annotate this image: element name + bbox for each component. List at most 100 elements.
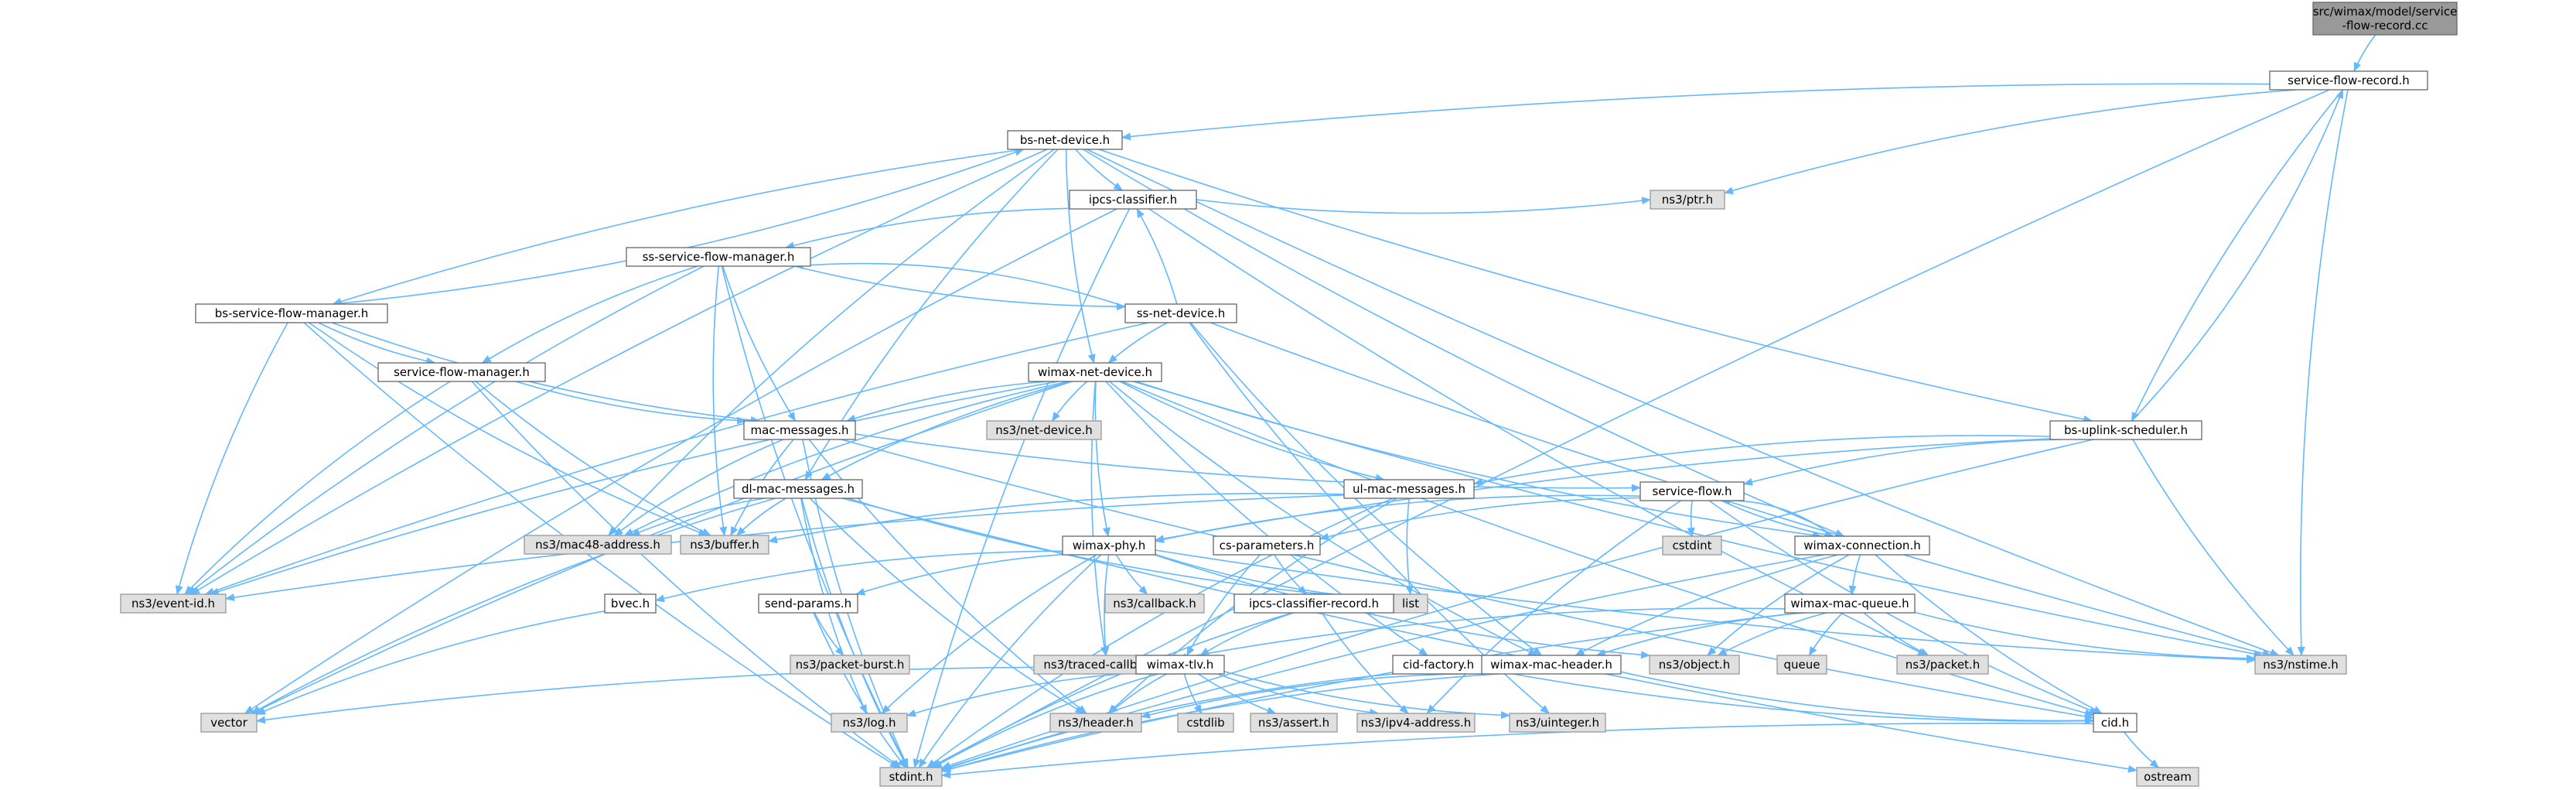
node-sssfm[interactable]: ss-service-flow-manager.h [626, 247, 811, 267]
node-wphy[interactable]: wimax-phy.h [1062, 535, 1156, 556]
edge-bsnd-to-nstime [1086, 149, 2280, 656]
node-bssfm[interactable]: bs-service-flow-manager.h [195, 303, 388, 323]
node-label: ns3/mac48-address.h [535, 538, 660, 552]
edge-dlmm-to-stdint [800, 498, 909, 768]
node-sf[interactable]: service-flow.h [1639, 481, 1745, 501]
node-wmh[interactable]: wimax-mac-header.h [1481, 655, 1622, 675]
edge-sssfm-to-macm [722, 265, 797, 422]
edge-ssnd-to-wmh [1190, 322, 1543, 656]
node-box [2136, 767, 2199, 787]
node-box [2254, 655, 2347, 675]
node-sendp[interactable]: send-params.h [758, 593, 858, 614]
node-label: wimax-net-device.h [1038, 365, 1152, 379]
edge-wnd-to-eventid [209, 381, 1059, 596]
node-cstdlib: cstdlib [1177, 713, 1234, 733]
edge-ipcs-to-vector [244, 208, 1117, 714]
node-wconn[interactable]: wimax-connection.h [1794, 535, 1930, 556]
node-root[interactable]: src/wimax/model/service-flow-record.cc [2312, 2, 2458, 36]
edge-wtlv-to-header [1108, 673, 1167, 714]
node-cid[interactable]: cid.h [2093, 713, 2138, 733]
node-label: cid-factory.h [1403, 658, 1474, 672]
node-object: ns3/object.h [1649, 655, 1740, 675]
edge-ipcsr-to-wtlv [1199, 612, 1294, 656]
node-label: ns3/packet.h [1906, 658, 1980, 672]
edge-ulmm-to-stdint [926, 498, 1394, 768]
edge-bssfm-to-stdint [303, 322, 899, 768]
node-box [1509, 713, 1606, 733]
node-box [1639, 481, 1745, 501]
edge-bsnd-to-ipcs [1075, 149, 1124, 191]
node-uinteger: ns3/uinteger.h [1509, 713, 1606, 733]
node-wnd[interactable]: wimax-net-device.h [1028, 362, 1162, 382]
edge-sfm-to-eventid [184, 381, 451, 595]
edge-wphy-to-traced [1101, 554, 1110, 656]
node-bvec[interactable]: bvec.h [604, 593, 657, 614]
node-label: ns3/log.h [842, 716, 896, 730]
node-wtlv[interactable]: wimax-tlv.h [1135, 655, 1225, 675]
edge-bsnd-to-bsus [1098, 149, 2093, 423]
node-sfr[interactable]: service-flow-record.h [2269, 70, 2428, 91]
node-ssnd[interactable]: ss-net-device.h [1124, 303, 1237, 323]
node-box [2049, 420, 2202, 440]
edge-wphy-to-object [1154, 554, 1650, 659]
node-label: bs-service-flow-manager.h [215, 306, 369, 320]
edge-bssfm-to-buffer [309, 322, 708, 536]
edge-wnd-to-dlmm [821, 381, 1072, 480]
node-label: service-flow-record.h [2288, 74, 2410, 87]
edge-bsnd-to-eventid [190, 149, 1048, 595]
node-cidf[interactable]: cid-factory.h [1392, 655, 1485, 675]
edge-ssnd-to-wnd [1107, 322, 1168, 364]
edge-bsus-to-sfr [2131, 89, 2344, 422]
edge-wconn-to-wmh [1575, 554, 1838, 656]
node-box [1776, 655, 1827, 675]
node-ipcs[interactable]: ipcs-classifier.h [1069, 190, 1197, 210]
node-label: vector [210, 716, 247, 730]
node-csp[interactable]: cs-parameters.h [1213, 535, 1321, 556]
edge-sfm-to-buffer [475, 381, 711, 536]
edge-cidf-to-cid [1483, 668, 2094, 725]
node-box [604, 593, 657, 614]
edge-wconn-to-sf [1720, 496, 1834, 537]
node-callback: ns3/callback.h [1104, 593, 1205, 614]
edge-wmq-to-packet [1863, 612, 1929, 656]
node-packet: ns3/packet.h [1896, 655, 1989, 675]
edge-bsus-to-wphy [1155, 438, 2051, 543]
node-dlmm[interactable]: dl-mac-messages.h [733, 479, 863, 499]
node-box [758, 593, 858, 614]
node-label: bs-net-device.h [1020, 133, 1110, 147]
edge-wconn-to-wmq [1848, 554, 1861, 595]
node-ipcsr[interactable]: ipcs-classifier-record.h [1233, 593, 1394, 614]
edge-wmh-to-stdint [941, 673, 1499, 773]
node-ipv4: ns3/ipv4-address.h [1356, 713, 1476, 733]
node-bsus[interactable]: bs-uplink-scheduler.h [2049, 420, 2202, 440]
edge-wmq-to-nstime [1914, 611, 2256, 662]
node-wmq[interactable]: wimax-mac-queue.h [1784, 593, 1916, 614]
node-macm[interactable]: mac-messages.h [743, 420, 856, 440]
node-box [1062, 535, 1156, 556]
edge-sendp-to-stdint [813, 612, 906, 768]
node-box [1356, 713, 1476, 733]
edge-bsus-to-nstime [2132, 439, 2295, 656]
edge-ssnd-to-ipcs [1136, 208, 1178, 305]
node-label: cid.h [2101, 716, 2129, 730]
edge-wnd-to-vector [251, 381, 1073, 714]
edge-wphy-to-log [881, 554, 1097, 714]
node-label: mac-messages.h [751, 423, 849, 437]
node-label: queue [1784, 658, 1820, 672]
edge-wtlv-to-ipv4 [1217, 673, 1380, 716]
node-label: ostream [2144, 770, 2192, 784]
node-bsnd[interactable]: bs-net-device.h [1007, 130, 1123, 150]
edge-root-to-sfr [2353, 34, 2376, 72]
edge-bssfm-to-bsnd [333, 149, 1025, 305]
edge-sssfm-to-ssnd [794, 265, 1126, 311]
node-sfm[interactable]: service-flow-manager.h [377, 362, 546, 382]
edge-macm-to-sf [855, 433, 1641, 492]
node-ulmm[interactable]: ul-mac-messages.h [1343, 479, 1475, 499]
edge-dlmm-to-ostream [841, 498, 2138, 773]
edge-bsus-to-ulmm [1473, 435, 2051, 486]
node-box [1213, 535, 1321, 556]
edge-wnd-to-netdev [1051, 381, 1087, 422]
node-label: ns3/nstime.h [2263, 658, 2338, 672]
node-box [1481, 655, 1622, 675]
edge-sf-to-wconn [1721, 500, 1834, 539]
